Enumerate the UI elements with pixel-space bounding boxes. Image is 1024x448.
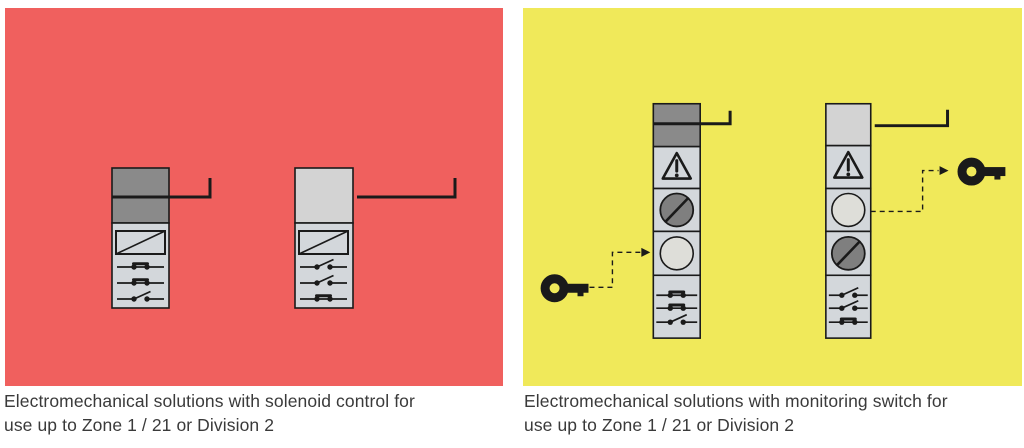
- interlock-device-key-inserted: [652, 102, 732, 339]
- caption-monitoring-switch: Electromechanical solutions with monitor…: [524, 389, 1024, 437]
- warning-icon: [833, 150, 864, 179]
- contact-block: [828, 286, 868, 325]
- solenoid-control-diagram: [111, 167, 457, 309]
- actuator-tongue-icon: [357, 178, 457, 199]
- device-head: [294, 167, 354, 224]
- caption-line: Electromechanical solutions with solenoi…: [4, 391, 415, 411]
- interlock-device-guard-open: [294, 167, 457, 309]
- actuator-tongue-icon: [112, 178, 212, 199]
- warning-icon: [661, 151, 693, 180]
- contact-block: [300, 258, 347, 302]
- caption-line: use up to Zone 1 / 21 or Division 2: [524, 415, 795, 435]
- device-body: [294, 222, 354, 309]
- lock-indicator-dark-icon: [830, 235, 866, 271]
- caption-solenoid-control: Electromechanical solutions with solenoi…: [4, 389, 504, 437]
- contact-section: [652, 274, 701, 339]
- lock-indicator-dark-icon: [659, 192, 695, 228]
- dashed-arrow-device-to-key: [870, 166, 949, 213]
- actuator-tongue-icon: [874, 109, 950, 128]
- contact-block: [117, 262, 164, 302]
- solenoid-symbol: [115, 230, 166, 255]
- lock-indicator-light-icon: [831, 192, 866, 228]
- panel-monitoring-switch: [523, 8, 1022, 386]
- device-head: [825, 102, 872, 147]
- lock-indicator-light-icon: [659, 236, 695, 271]
- monitoring-switch-diagram: [540, 102, 1006, 339]
- interlock-device-guard-closed: [111, 167, 212, 309]
- key-icon: [540, 274, 589, 303]
- dashed-arrow-key-to-device: [589, 247, 651, 288]
- interlock-device-key-removed: [825, 102, 950, 339]
- device-body: [111, 222, 170, 309]
- actuator-tongue-icon: [653, 110, 732, 126]
- key-icon: [957, 157, 1006, 186]
- solenoid-symbol: [298, 230, 349, 255]
- caption-line: use up to Zone 1 / 21 or Division 2: [4, 415, 275, 435]
- contact-block: [656, 290, 698, 325]
- caption-line: Electromechanical solutions with monitor…: [524, 391, 948, 411]
- contact-section: [825, 274, 872, 339]
- panel-solenoid-control: [5, 8, 503, 386]
